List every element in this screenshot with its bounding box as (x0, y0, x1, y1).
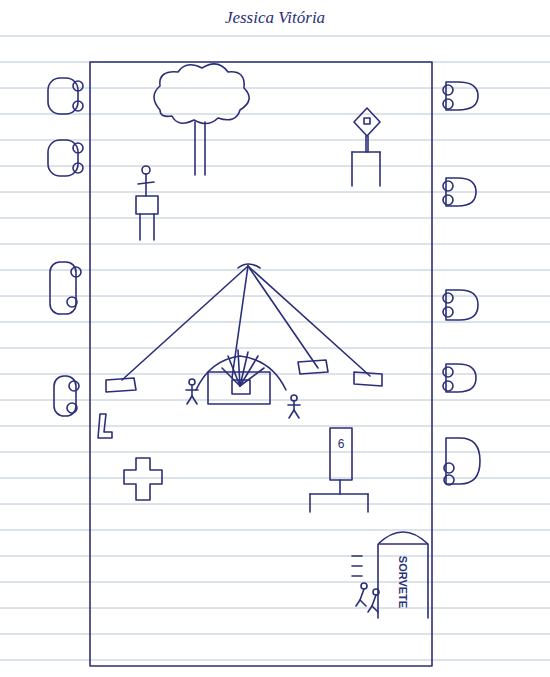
car (443, 290, 478, 320)
kiosk-outline (378, 532, 428, 618)
person (288, 395, 300, 418)
post (310, 428, 368, 512)
car (443, 82, 478, 110)
fountain (196, 350, 286, 404)
car (50, 262, 81, 314)
signature: Jessica Vitória (225, 8, 325, 28)
tree (154, 64, 249, 175)
bench (98, 414, 112, 438)
cross (124, 458, 162, 500)
plaza-border (90, 62, 432, 666)
car (443, 364, 476, 392)
car (48, 140, 83, 176)
paper-lines (0, 36, 550, 660)
ice-cream-kiosk: SORVETE (376, 528, 430, 620)
car (48, 78, 83, 114)
queue-marks (352, 556, 362, 576)
car (54, 376, 79, 416)
kiosk-roof (378, 543, 428, 544)
kiosk-sign: SORVETE (397, 555, 409, 607)
car (444, 438, 480, 485)
post-number: 6 (338, 437, 345, 451)
person (356, 583, 367, 606)
statue (136, 166, 158, 240)
person (186, 379, 198, 404)
car (443, 178, 476, 206)
street-sign (352, 108, 380, 186)
